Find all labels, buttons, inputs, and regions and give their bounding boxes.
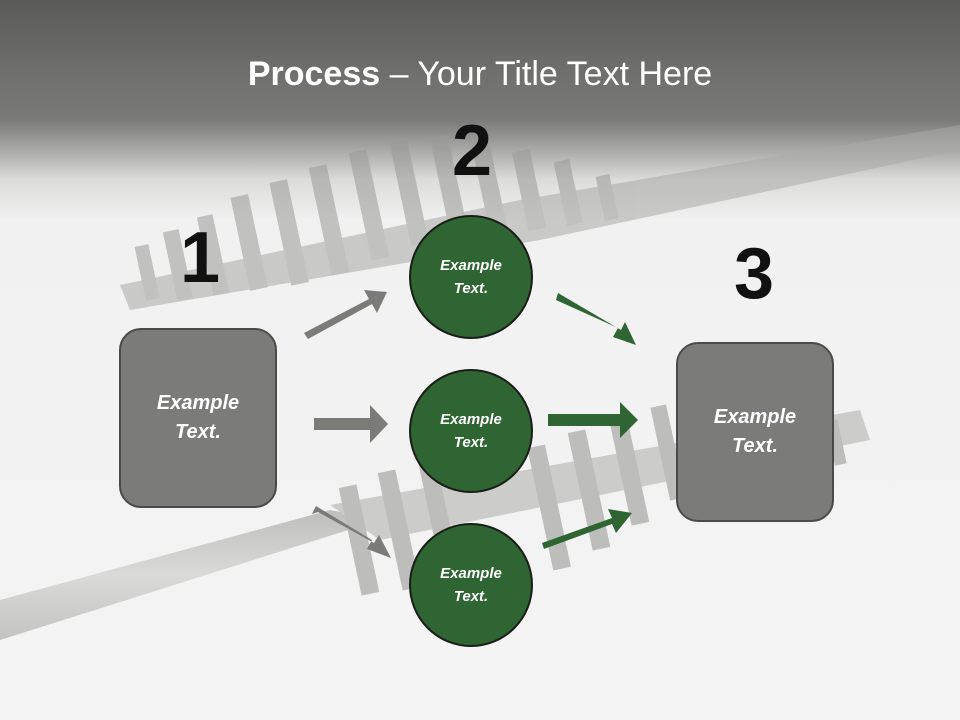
upper-brush [120,125,960,310]
arrow-green-down-right [556,293,636,345]
slide-title: Process – Your Title Text Here [0,52,960,96]
step-2-circle-top: Example Text. [409,215,533,339]
step-2-circle-middle: Example Text. [409,369,533,493]
gray-arrows [304,290,391,558]
arrow-right [314,405,388,443]
step-number-1: 1 [179,218,221,298]
step-3-text: Example Text. [713,406,797,457]
step-1-box: Example Text. [119,328,277,508]
arrow-green-up-right [542,509,632,549]
green-arrows [542,293,638,549]
circle-middle-text: Example Text. [440,411,502,451]
circle-top-text: Example Text. [440,257,502,297]
arrow-up-right [304,290,387,339]
arrow-down-right [312,506,391,558]
step-number-2: 2 [451,111,493,191]
step-1-text: Example Text. [156,392,240,443]
arrow-green-right [548,402,638,438]
step-3-box: Example Text. [676,342,834,522]
title-bold: Process [247,55,381,93]
circle-bottom-text: Example Text. [440,565,502,605]
step-2-circle-bottom: Example Text. [409,523,533,647]
title-rest: – Your Title Text Here [380,55,713,93]
step-number-3: 3 [733,234,775,314]
